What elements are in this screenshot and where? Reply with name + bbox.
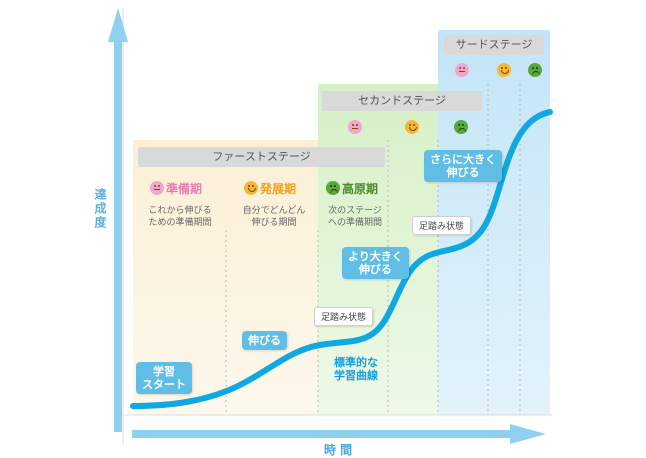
callout-plateau-1: 足踏み状態 bbox=[314, 307, 374, 326]
phase-label-plateau: 高原期 bbox=[342, 182, 379, 196]
phase-desc-development: 自分でどんどん 伸びる期間 bbox=[242, 206, 306, 228]
first-stage-title: ファーストステージ bbox=[138, 147, 385, 167]
green-frown-icon bbox=[528, 63, 542, 77]
standard-curve-label: 標準的な 学習曲線 bbox=[334, 356, 378, 382]
orange-smile-icon bbox=[244, 181, 258, 195]
phase-desc-plateau: 次のステージ への準備期間 bbox=[327, 206, 382, 228]
x-axis-arrow-icon bbox=[510, 424, 546, 444]
x-axis-label: 時 間 bbox=[324, 443, 353, 457]
learning-curve-line bbox=[130, 109, 553, 409]
callout-bigger: より大きく 伸びる bbox=[342, 247, 409, 279]
phase-label-preparation: 準備期 bbox=[166, 182, 203, 196]
phase-desc-preparation: これから伸びる ための準備期間 bbox=[148, 206, 212, 228]
callout-grow: 伸びる bbox=[242, 331, 287, 350]
green-frown-icon bbox=[454, 120, 468, 134]
orange-smile-icon bbox=[497, 63, 511, 77]
pink-face-icon bbox=[348, 120, 362, 134]
callout-plateau-2: 足踏み状態 bbox=[412, 216, 472, 235]
second-stage-title: セカンドステージ bbox=[322, 91, 482, 111]
y-axis-label: 達成度 bbox=[93, 188, 107, 230]
callout-even-bigger: さらに大きく 伸びる bbox=[424, 150, 502, 182]
green-frown-icon bbox=[326, 181, 340, 195]
third-stage-title: サードステージ bbox=[444, 35, 544, 55]
orange-smile-icon bbox=[405, 120, 419, 134]
phase-label-development: 発展期 bbox=[260, 182, 297, 196]
callout-start: 学習 スタート bbox=[136, 362, 192, 394]
pink-face-icon bbox=[455, 63, 469, 77]
pink-face-icon bbox=[150, 181, 164, 195]
y-axis-arrow-icon bbox=[108, 8, 128, 42]
